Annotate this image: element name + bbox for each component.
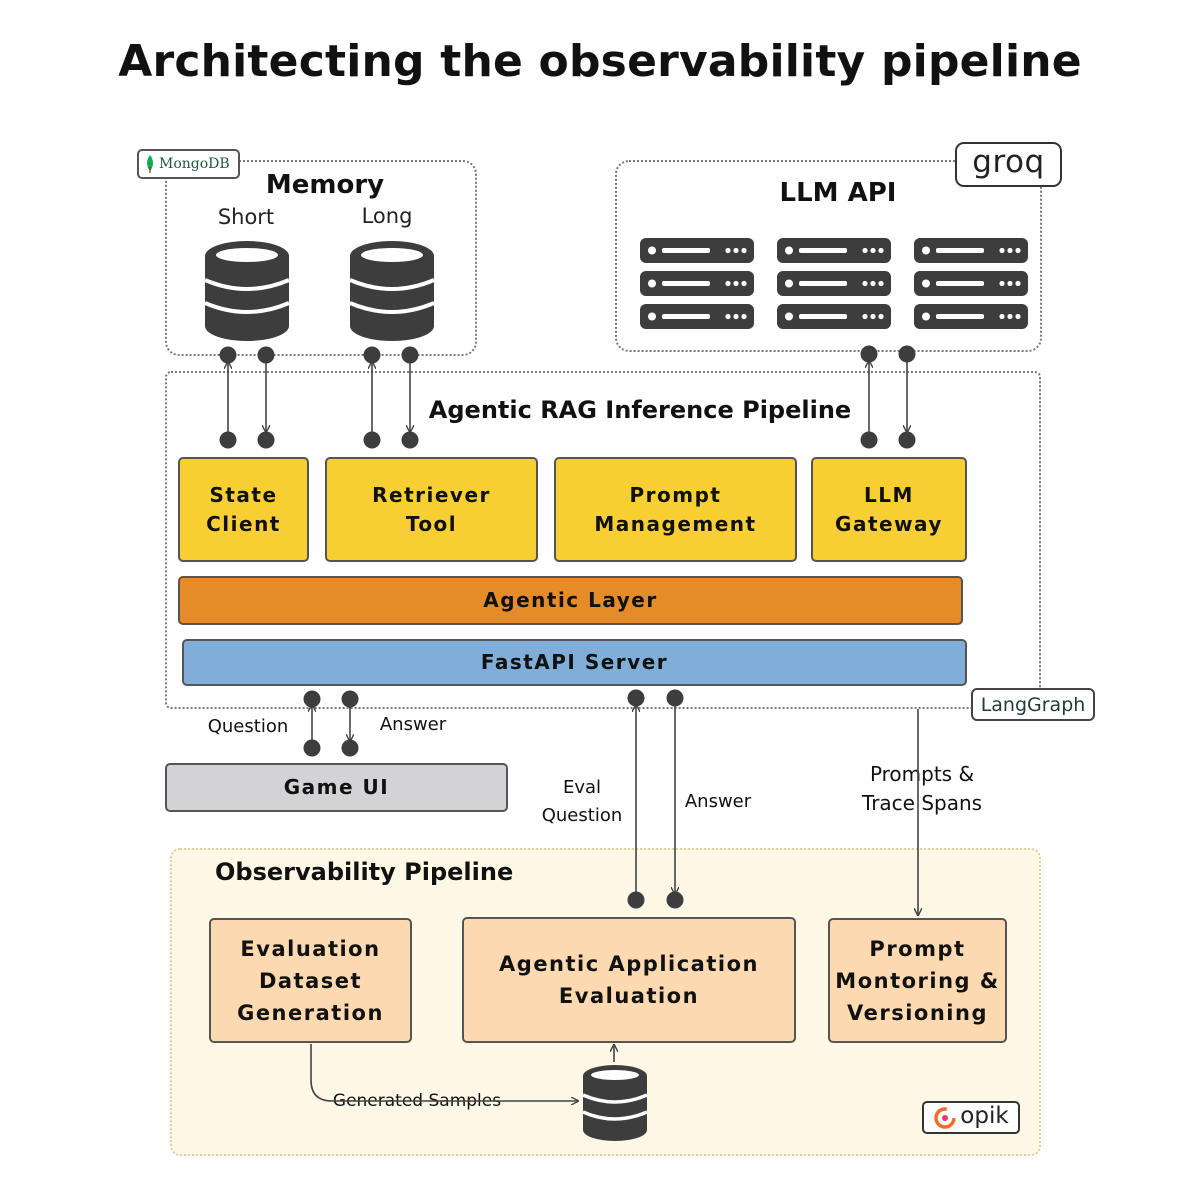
connector-dot-icon <box>257 431 275 449</box>
connector-dot-icon <box>363 431 381 449</box>
llm-gateway-line2: Gateway <box>835 511 943 536</box>
prompt-monitoring-line1: Prompt <box>869 936 966 961</box>
connector-dot-icon <box>401 346 419 364</box>
arrow-generated-samples <box>310 1044 578 1101</box>
inference-pipeline-region <box>165 371 1041 709</box>
question-label: Question <box>207 716 289 737</box>
connector-dot-icon <box>898 345 916 363</box>
prompt-management-line1: Prompt <box>629 482 722 507</box>
connector-dot-icon <box>303 690 321 708</box>
llm-gateway-line1: LLM <box>864 482 914 507</box>
page-title: Architecting the observability pipeline <box>118 36 1082 87</box>
connector-dot-icon <box>860 431 878 449</box>
groq-logo: groq <box>955 142 1062 187</box>
langgraph-logo: LangGraph <box>971 688 1095 721</box>
connector-dot-icon <box>363 346 381 364</box>
app-eval-line2: Evaluation <box>558 984 700 1008</box>
prompt-management-box[interactable]: Prompt Management <box>554 457 797 562</box>
opik-logo-text: opik <box>960 1103 1009 1129</box>
llm-gateway-box[interactable]: LLM Gateway <box>811 457 967 562</box>
connector-dot-icon <box>627 689 645 707</box>
mongodb-leaf-icon <box>147 155 153 173</box>
connector-dot-icon <box>860 345 878 363</box>
mongodb-logo: MongoDB <box>137 149 240 179</box>
retriever-tool-line1: Retriever <box>372 482 491 507</box>
connector-dot-icon <box>303 739 321 757</box>
llm-api-title: LLM API <box>779 178 897 208</box>
state-client-line2: Client <box>206 511 281 536</box>
connector-dot-icon <box>257 346 275 364</box>
connector-dot-icon <box>627 891 645 909</box>
retriever-tool-line2: Tool <box>405 511 458 536</box>
fastapi-server-bar[interactable]: FastAPI Server <box>182 639 967 686</box>
eval-dataset-line1: Evaluation <box>240 936 381 961</box>
server-rack-icon-2 <box>777 238 891 329</box>
prompts-trace-line2: Trace Spans <box>861 791 983 815</box>
observability-title: Observability Pipeline <box>215 858 514 886</box>
inference-pipeline-title: Agentic RAG Inference Pipeline <box>428 396 852 424</box>
mongodb-logo-text: MongoDB <box>159 156 230 172</box>
connector-dot-icon <box>666 689 684 707</box>
opik-logo: opik <box>922 1101 1020 1134</box>
eval-answer-label: Answer <box>684 791 752 812</box>
memory-title: Memory <box>265 170 385 200</box>
evaluation-dataset-box[interactable]: Evaluation Dataset Generation <box>209 918 412 1043</box>
prompts-trace-line1: Prompts & <box>869 762 975 786</box>
memory-short-label: Short <box>217 205 275 229</box>
prompt-monitoring-line2: Montoring & <box>835 968 1000 993</box>
prompt-management-line2: Management <box>594 511 757 536</box>
memory-long-label: Long <box>361 204 413 228</box>
groq-logo-text: groq <box>972 143 1045 180</box>
prompt-monitoring-box[interactable]: Prompt Montoring & Versioning <box>828 918 1007 1043</box>
game-ui-box[interactable]: Game UI <box>165 763 508 812</box>
langgraph-logo-text: LangGraph <box>980 693 1086 716</box>
eval-question-label: Eval Question <box>532 774 632 830</box>
connector-dot-icon <box>401 431 419 449</box>
connector-dot-icon <box>219 346 237 364</box>
agentic-layer-bar[interactable]: Agentic Layer <box>178 576 963 625</box>
answer-label: Answer <box>379 714 447 735</box>
database-icon-short <box>204 241 290 341</box>
connector-dot-icon <box>341 739 359 757</box>
memory-region <box>165 160 477 356</box>
connector-dot-icon <box>341 690 359 708</box>
eval-dataset-line2: Dataset <box>258 968 363 993</box>
connector-dot-icon <box>219 431 237 449</box>
server-rack-icon-1 <box>640 238 754 329</box>
connector-dot-icon <box>898 431 916 449</box>
agentic-app-eval-box[interactable]: Agentic Application Evaluation <box>462 917 796 1043</box>
state-client-line1: State <box>209 482 278 507</box>
opik-ring-icon <box>934 1106 956 1129</box>
llm-api-region <box>615 160 1042 352</box>
app-eval-line1: Agentic Application <box>499 952 759 976</box>
database-icon-samples <box>582 1065 648 1141</box>
state-client-box[interactable]: State Client <box>178 457 309 562</box>
database-icon-long <box>349 241 435 341</box>
eval-question-line1: Eval <box>562 777 602 798</box>
prompts-trace-label: Prompts & Trace Spans <box>842 760 1002 818</box>
server-rack-icon-3 <box>914 238 1028 329</box>
connector-dot-icon <box>666 891 684 909</box>
eval-dataset-line3: Generation <box>237 1000 384 1025</box>
retriever-tool-box[interactable]: Retriever Tool <box>325 457 538 562</box>
prompt-monitoring-line3: Versioning <box>847 1000 988 1025</box>
eval-question-line2: Question <box>541 805 623 826</box>
